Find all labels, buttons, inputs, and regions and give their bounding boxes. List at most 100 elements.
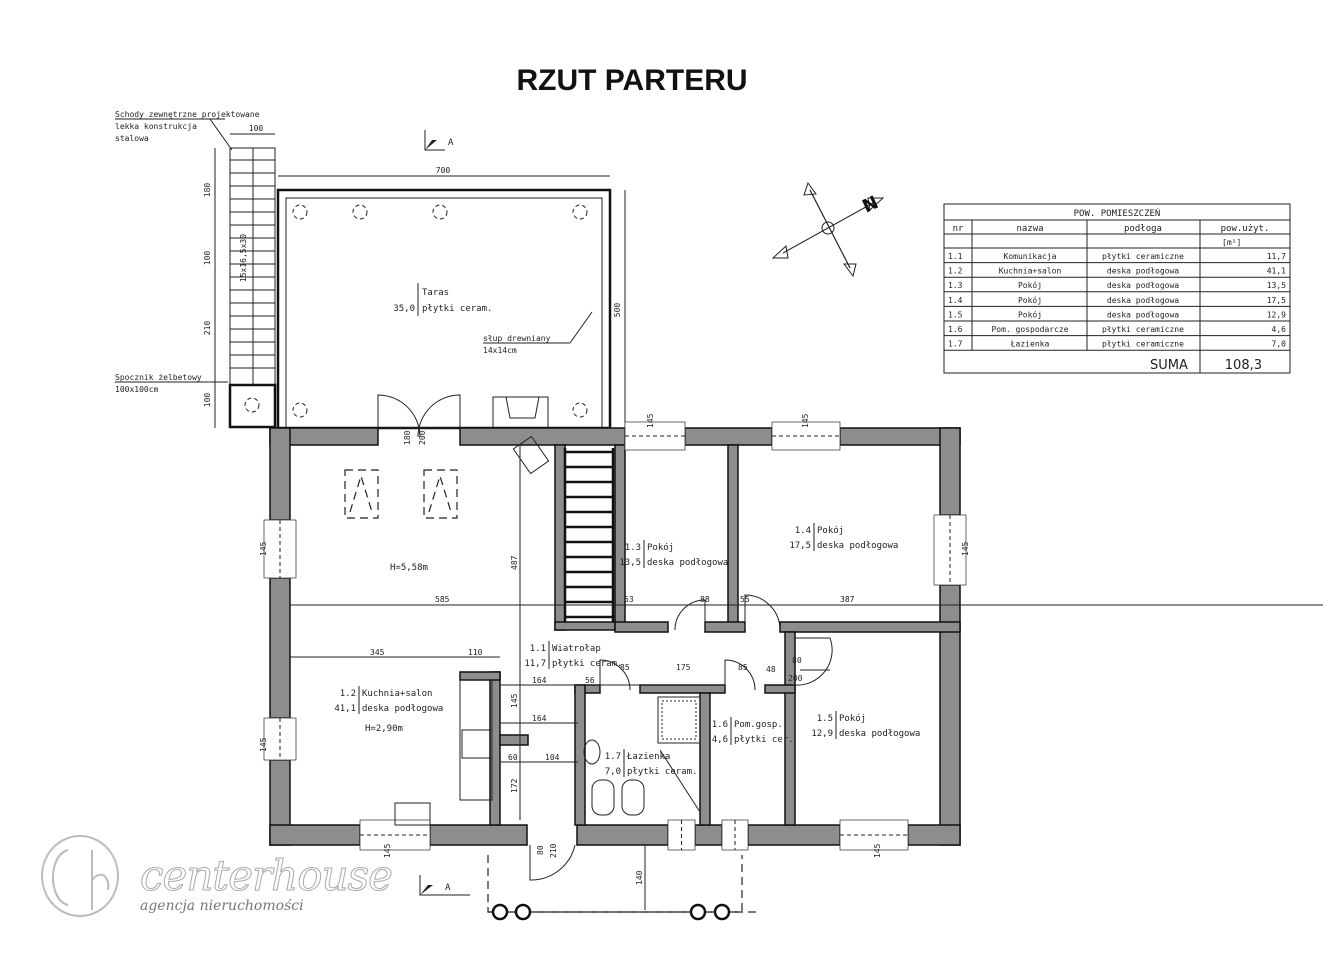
- table-cell: 13,5: [1267, 281, 1286, 290]
- dim: 145: [259, 541, 268, 556]
- wall: [459, 427, 626, 446]
- post-note: słup drewniany: [483, 334, 551, 343]
- terrace-floor: płytki ceram.: [422, 304, 492, 314]
- terrace-area: 35,0: [393, 304, 415, 314]
- compass-icon: N: [771, 181, 885, 278]
- stairs-note: lekka konstrukcja: [115, 122, 197, 131]
- dim: 180: [203, 183, 212, 198]
- dim: 104: [545, 753, 560, 762]
- room-area: 13,5: [619, 558, 641, 568]
- table-cell: 1.4: [948, 296, 963, 305]
- wall: [704, 621, 746, 633]
- table-cell: 1.3: [948, 281, 963, 290]
- section-marker-bottom: A: [419, 875, 470, 896]
- wall: [727, 444, 739, 631]
- wall: [907, 824, 961, 846]
- table-cell: 12,9: [1267, 310, 1286, 319]
- table-cell: płytki ceramiczne: [1102, 252, 1184, 261]
- table-header: pow.użyt.: [1221, 224, 1270, 234]
- height-label: H=5,58m: [390, 563, 428, 573]
- room-name: Pom.gosp.: [734, 720, 783, 730]
- wall: [269, 577, 291, 719]
- table-cell: 17,5: [1267, 296, 1286, 305]
- post-icon: [292, 204, 308, 220]
- table-cell: 7,0: [1272, 340, 1287, 349]
- wall: [784, 631, 796, 826]
- dim: 140: [635, 870, 644, 885]
- section-label: A: [448, 138, 454, 148]
- dim: 80: [792, 656, 802, 665]
- table-sum-value: 108,3: [1225, 358, 1262, 373]
- room-floor: deska podłogowa: [362, 704, 443, 714]
- stairs-note: stalowa: [115, 134, 149, 143]
- room-number: 1.2: [340, 689, 356, 699]
- wall: [779, 621, 961, 633]
- room-floor: płytki ceram.: [552, 659, 622, 669]
- column-icon: [689, 903, 707, 921]
- table-cell: Kuchnia+salon: [999, 267, 1062, 276]
- table-header: nazwa: [1016, 224, 1043, 234]
- dim: 100: [203, 393, 212, 408]
- dim: 145: [961, 541, 970, 556]
- wall: [639, 684, 726, 694]
- dim: 145: [383, 843, 392, 858]
- table-header: podłoga: [1124, 224, 1162, 234]
- internal-stairs: [563, 448, 615, 622]
- post-icon: [292, 402, 308, 418]
- dim: 53: [624, 595, 634, 604]
- dimension-texts: 180 200 585 487 53 88 55 387 345 110 164…: [259, 413, 970, 885]
- table-cell: deska podłogowa: [1107, 281, 1179, 290]
- room-area: 17,5: [789, 541, 811, 551]
- table-cell: Pokój: [1018, 295, 1042, 305]
- dim: 387: [840, 595, 855, 604]
- wall: [499, 734, 529, 746]
- table-cell: Pom. gospodarcze: [991, 325, 1068, 334]
- logo-name: centerhouse: [140, 851, 392, 900]
- wall: [554, 444, 566, 631]
- room-name: Łazienka: [626, 752, 670, 762]
- table-cell: płytki ceramiczne: [1102, 340, 1184, 349]
- room-number: 1.3: [625, 543, 641, 553]
- dim: 48: [766, 665, 776, 674]
- windows: [263, 421, 967, 851]
- dim: 164: [532, 714, 547, 723]
- post-icon: [572, 204, 588, 220]
- room-number: 1.5: [817, 714, 833, 724]
- north-label: N: [859, 192, 882, 217]
- room-floor: deska podłogowa: [647, 558, 728, 568]
- area-table: POW. POMIESZCZEŃ nr nazwa podłoga pow.uż…: [943, 203, 1291, 374]
- room-area: 7,0: [605, 767, 621, 777]
- room-area: 4,6: [712, 735, 728, 745]
- fixtures: [344, 435, 701, 826]
- doors: [377, 394, 833, 881]
- room-floor: płytki cer.: [734, 735, 794, 745]
- dim: 85: [620, 663, 630, 672]
- table-title: POW. POMIESZCZEŃ: [1074, 207, 1161, 219]
- wall: [747, 824, 841, 846]
- room-name: Wiatrołap: [552, 644, 601, 654]
- dim: 80: [536, 845, 545, 855]
- table-cell: 11,7: [1267, 252, 1286, 261]
- dim: 200: [418, 430, 427, 445]
- section-label: A: [445, 883, 451, 893]
- dim: 164: [532, 676, 547, 685]
- wall: [764, 684, 796, 694]
- column-icon: [514, 903, 532, 921]
- table-cell: 1.2: [948, 267, 963, 276]
- dim: 345: [370, 648, 385, 657]
- column-icon: [491, 903, 509, 921]
- room-number: 1.4: [795, 526, 811, 536]
- room-floor: płytki ceram.: [627, 767, 697, 777]
- table-cell: 1.7: [948, 340, 963, 349]
